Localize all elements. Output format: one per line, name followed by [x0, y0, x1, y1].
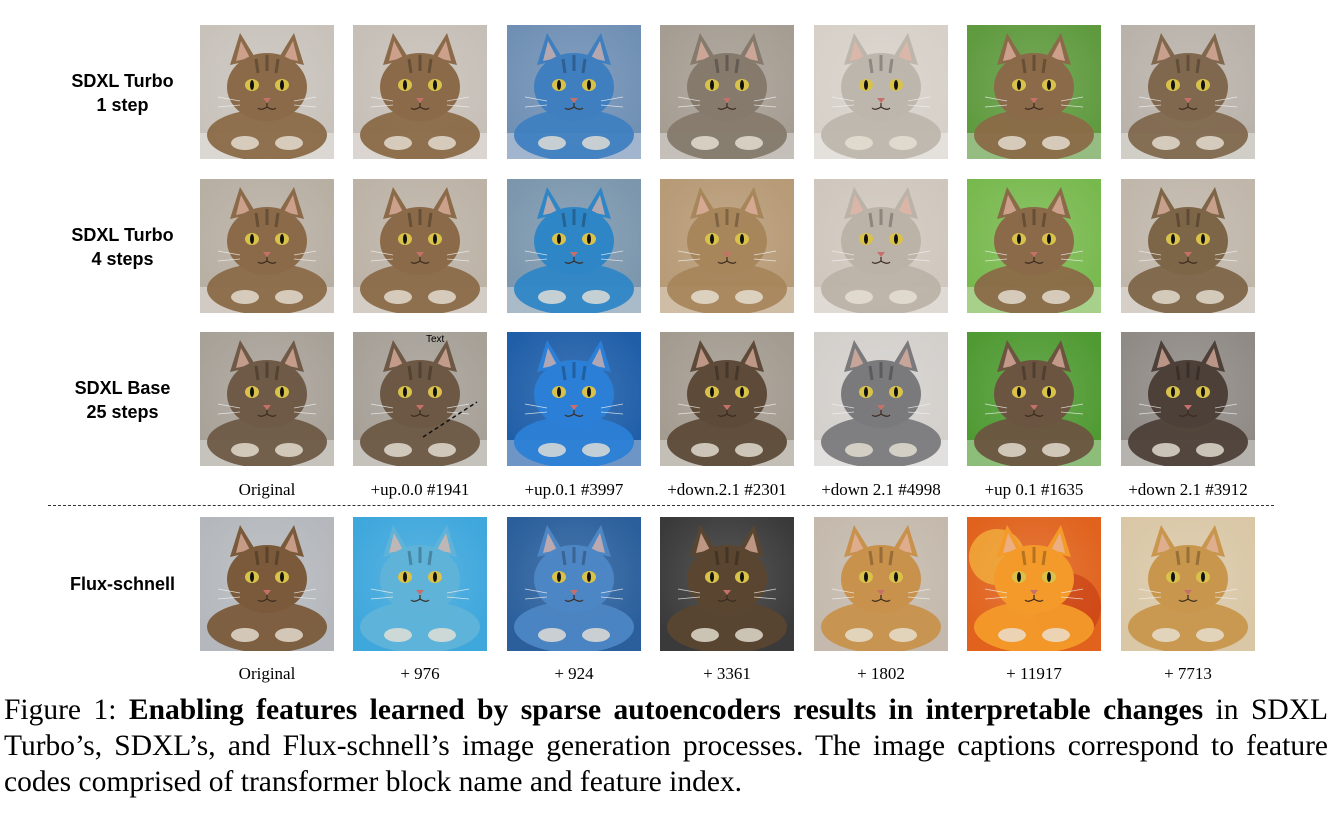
feature-caption: Original	[238, 664, 296, 683]
cat-image	[1121, 179, 1255, 313]
row-label-flux: Flux-schnell	[40, 572, 205, 596]
cat-image	[507, 332, 641, 466]
cat-image: Text	[353, 332, 487, 466]
feature-caption: +down 2.1 #3912	[1128, 480, 1248, 499]
feature-caption: +down.2.1 #2301	[667, 480, 787, 499]
row-label-sdxl-turbo-4: SDXL Turbo 4 steps	[40, 223, 205, 271]
feature-caption: Original	[238, 480, 296, 499]
cat-image	[1121, 25, 1255, 159]
figure-caption-bold: Enabling features learned by sparse auto…	[128, 694, 1204, 726]
row-label-line2: 25 steps	[86, 402, 159, 422]
cat-image	[353, 25, 487, 159]
image-overlay-text: Text	[426, 334, 445, 345]
feature-caption: + 924	[554, 664, 594, 683]
row-label-sdxl-turbo-1: SDXL Turbo 1 step	[40, 69, 205, 117]
row-label-line1: SDXL Turbo	[71, 71, 174, 91]
row-label-sdxl-base: SDXL Base 25 steps	[40, 376, 205, 424]
cat-image	[507, 179, 641, 313]
feature-caption: + 11917	[1006, 664, 1062, 683]
dashed-divider	[48, 505, 1274, 506]
feature-caption: + 976	[400, 664, 440, 683]
row-label-line1: SDXL Base	[74, 378, 171, 398]
feature-caption: +up.0.0 #1941	[370, 480, 470, 499]
cat-image	[200, 179, 334, 313]
cat-image	[200, 517, 334, 651]
row-label-line1: SDXL Turbo	[71, 225, 174, 245]
feature-caption: +up.0.1 #3997	[524, 480, 624, 499]
cat-image	[507, 517, 641, 651]
cat-image	[353, 179, 487, 313]
row-label-line1: Flux-schnell	[69, 574, 176, 594]
cat-image	[200, 25, 334, 159]
figure-caption: Figure 1: Enabling features learned by s…	[4, 692, 1328, 800]
cat-image	[1121, 332, 1255, 466]
cat-image	[660, 517, 794, 651]
cat-image	[353, 517, 487, 651]
cat-image	[507, 25, 641, 159]
cat-image	[967, 179, 1101, 313]
cat-image	[660, 179, 794, 313]
cat-image	[660, 25, 794, 159]
cat-image	[200, 332, 334, 466]
cat-image	[660, 332, 794, 466]
cat-image	[967, 332, 1101, 466]
cat-image	[967, 517, 1101, 651]
cat-image	[967, 25, 1101, 159]
cat-image	[814, 179, 948, 313]
row-label-line2: 4 steps	[91, 249, 154, 269]
cat-image	[814, 25, 948, 159]
feature-caption: + 1802	[857, 664, 905, 683]
row-label-line2: 1 step	[96, 95, 149, 115]
feature-caption: + 7713	[1164, 664, 1212, 683]
feature-caption: +down 2.1 #4998	[821, 480, 941, 499]
cat-image	[814, 517, 948, 651]
cat-image	[1121, 517, 1255, 651]
feature-caption: +up 0.1 #1635	[984, 480, 1084, 499]
feature-caption: + 3361	[703, 664, 751, 683]
figure-caption-label: Figure 1:	[4, 694, 117, 726]
figure-caption-rest: in SDXL Turbo’s, SDXL’s, and Flux-schnel…	[4, 694, 1329, 798]
cat-image	[814, 332, 948, 466]
